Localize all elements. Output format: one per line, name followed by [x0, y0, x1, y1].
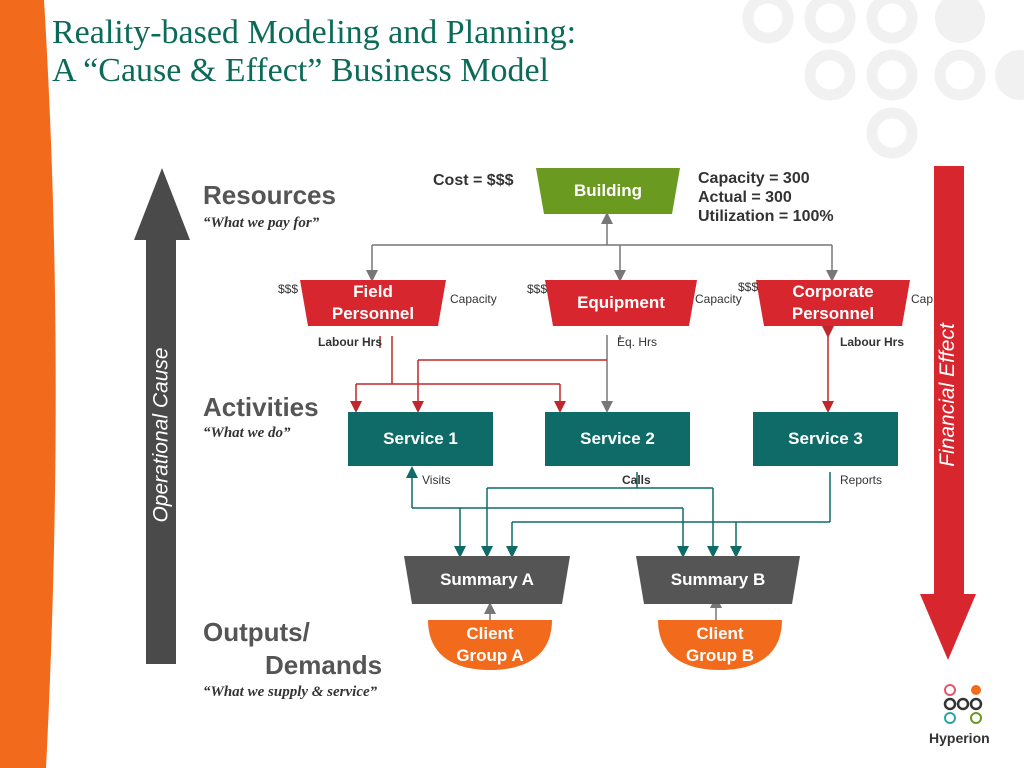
- hyperion-logo-icon: [943, 684, 983, 724]
- corporate-personnel-label-2: Personnel: [791, 304, 875, 323]
- corporate-personnel-shape: [756, 280, 910, 326]
- service-1-box: Service 1: [348, 412, 493, 466]
- field-personnel-cost: $$$: [278, 282, 299, 296]
- resource-service-lines: [350, 326, 834, 413]
- service-2-box: Service 2: [545, 412, 690, 466]
- service-1-driver: Visits: [422, 473, 451, 487]
- field-personnel-box: Field Personnel: [300, 280, 446, 326]
- orange-side-bar: [0, 0, 44, 768]
- building-resource-lines: [366, 212, 838, 413]
- client-group-a-label-1: Client: [466, 624, 514, 643]
- service-3-driver: Reports: [840, 473, 883, 487]
- equipment-shape: [545, 280, 697, 326]
- financial-effect-arrow: [920, 166, 976, 660]
- resources-title: Resources: [203, 180, 336, 210]
- service-3-label: Service 3: [788, 429, 863, 448]
- corporate-personnel-capacity: Cap: [911, 292, 934, 306]
- outputs-title-line-1: Outputs/: [203, 617, 310, 647]
- activities-title: Activities: [203, 392, 319, 422]
- service-1-label: Service 1: [383, 429, 458, 448]
- title-line-1: Reality-based Modeling and Planning:: [52, 14, 577, 51]
- page-title: Reality-based Modeling and Planning: A “…: [52, 14, 576, 90]
- service-2-label: Service 2: [580, 429, 655, 448]
- client-group-b-box: Client Group B: [658, 622, 782, 668]
- summary-b-shape: [636, 556, 800, 604]
- summary-a-shape: [404, 556, 570, 604]
- equipment-box: Equipment: [545, 280, 697, 326]
- service-summary-lines: [406, 466, 831, 558]
- equipment-cost: $$$: [527, 282, 548, 296]
- service-3-box: Service 3: [753, 412, 898, 466]
- outputs-title-line-2: Demands: [265, 650, 383, 680]
- hyperion-logo-text: Hyperion: [929, 730, 990, 746]
- client-group-a-shape: [428, 620, 552, 670]
- activities-quote: “What we do”: [203, 425, 291, 441]
- summary-a-box: Summary A: [404, 556, 570, 604]
- client-group-b-label-2: Group B: [686, 646, 754, 665]
- building-shape: [536, 168, 680, 214]
- field-personnel-label-2: Personnel: [331, 304, 415, 323]
- client-group-a-box: Client Group A: [428, 622, 552, 668]
- building-capacity: Capacity = 300: [698, 170, 810, 187]
- client-group-b-label-1: Client: [696, 624, 744, 643]
- client-group-b-shape: [658, 620, 782, 670]
- summary-b-box: Summary B: [636, 556, 800, 604]
- outputs-quote: “What we supply & service”: [203, 684, 378, 700]
- equipment-capacity: Capacity: [695, 292, 742, 306]
- field-personnel-label-1: Field: [353, 282, 393, 301]
- resources-quote: “What we pay for”: [203, 215, 320, 231]
- title-line-2: A “Cause & Effect” Business Model: [52, 52, 550, 89]
- building-cost: Cost = $$$: [433, 172, 514, 189]
- operational-cause-arrow: [134, 168, 190, 664]
- building-utilization: Utilization = 100%: [698, 208, 834, 225]
- building-label: Building: [574, 181, 642, 200]
- summary-b-label: Summary B: [670, 570, 766, 589]
- building-box: Building: [536, 168, 680, 214]
- equipment-driver: Eq. Hrs: [617, 335, 658, 349]
- corporate-personnel-box: Corporate Personnel: [756, 280, 910, 326]
- client-summary-lines: [484, 596, 722, 620]
- building-actual: Actual = 300: [698, 189, 792, 206]
- field-personnel-driver: Labour Hrs: [318, 335, 383, 349]
- corporate-personnel-cost: $$$: [738, 280, 759, 294]
- field-personnel-capacity: Capacity: [450, 292, 497, 306]
- summary-a-label: Summary A: [440, 570, 534, 589]
- field-personnel-shape: [300, 280, 446, 326]
- equipment-label: Equipment: [577, 293, 665, 312]
- service-2-driver: Calls: [622, 473, 651, 487]
- corporate-personnel-label-1: Corporate: [792, 282, 874, 301]
- corporate-personnel-driver: Labour Hrs: [840, 335, 905, 349]
- client-group-a-label-2: Group A: [456, 646, 524, 665]
